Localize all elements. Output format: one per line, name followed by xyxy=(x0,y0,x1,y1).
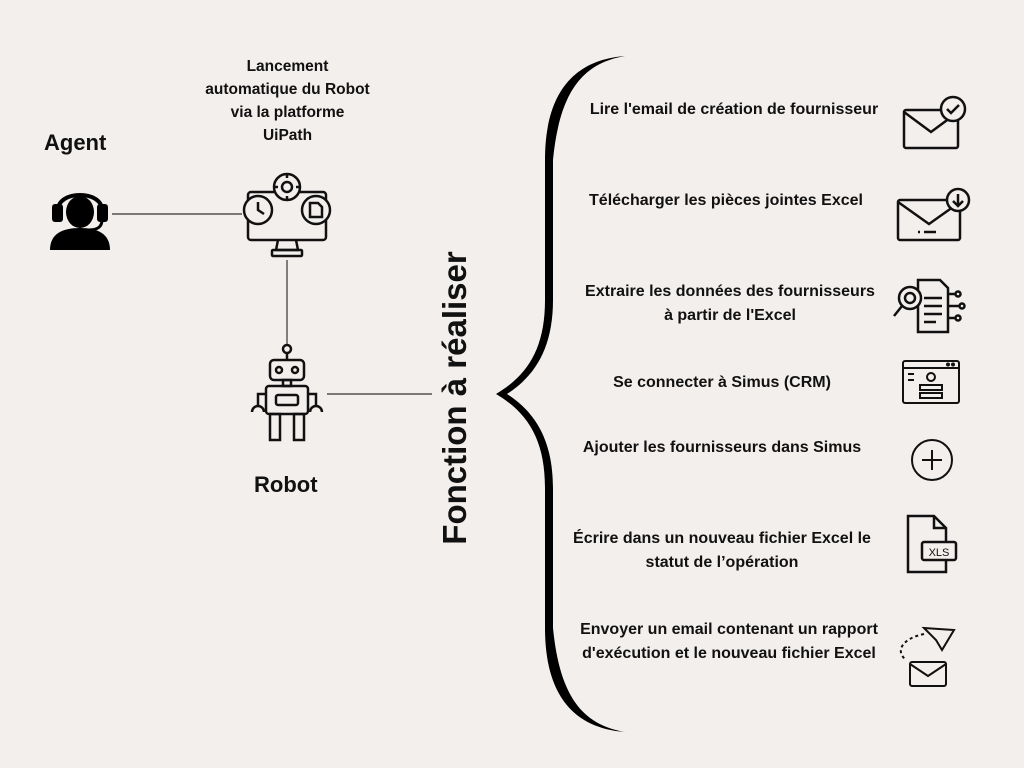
step-2-label: Télécharger les pièces jointes Excel xyxy=(589,192,863,209)
plus-circle-icon xyxy=(911,439,953,481)
step-5-label: Ajouter les fournisseurs dans Simus xyxy=(582,439,862,456)
step-7-label: Envoyer un email contenant un rapport d'… xyxy=(580,621,878,662)
email-download-icon xyxy=(896,187,971,242)
step-3-label: Extraire les données des fournisseurs à … xyxy=(585,283,875,324)
step-6-label: Écrire dans un nouveau fichier Excel le … xyxy=(573,530,871,571)
agent-label: Agent xyxy=(44,130,107,155)
robot-icon xyxy=(250,343,324,442)
data-extraction-icon xyxy=(893,278,966,334)
step-4-label: Se connecter à Simus (CRM) xyxy=(613,374,831,391)
xls-file-icon: XLS xyxy=(906,514,958,574)
step-1-label: Lire l'email de création de fournisseur xyxy=(589,101,879,118)
launch-label: Lancement automatique du Robot via la pl… xyxy=(205,58,370,144)
computer-automation-icon xyxy=(242,172,332,258)
robot-label: Robot xyxy=(254,472,318,497)
email-check-icon xyxy=(902,95,967,150)
headset-agent-icon xyxy=(50,193,110,250)
login-window-icon xyxy=(902,360,960,404)
section-title: Fonction à réaliser xyxy=(436,251,473,545)
svg-text:XLS: XLS xyxy=(929,547,950,559)
send-email-icon xyxy=(899,626,956,687)
